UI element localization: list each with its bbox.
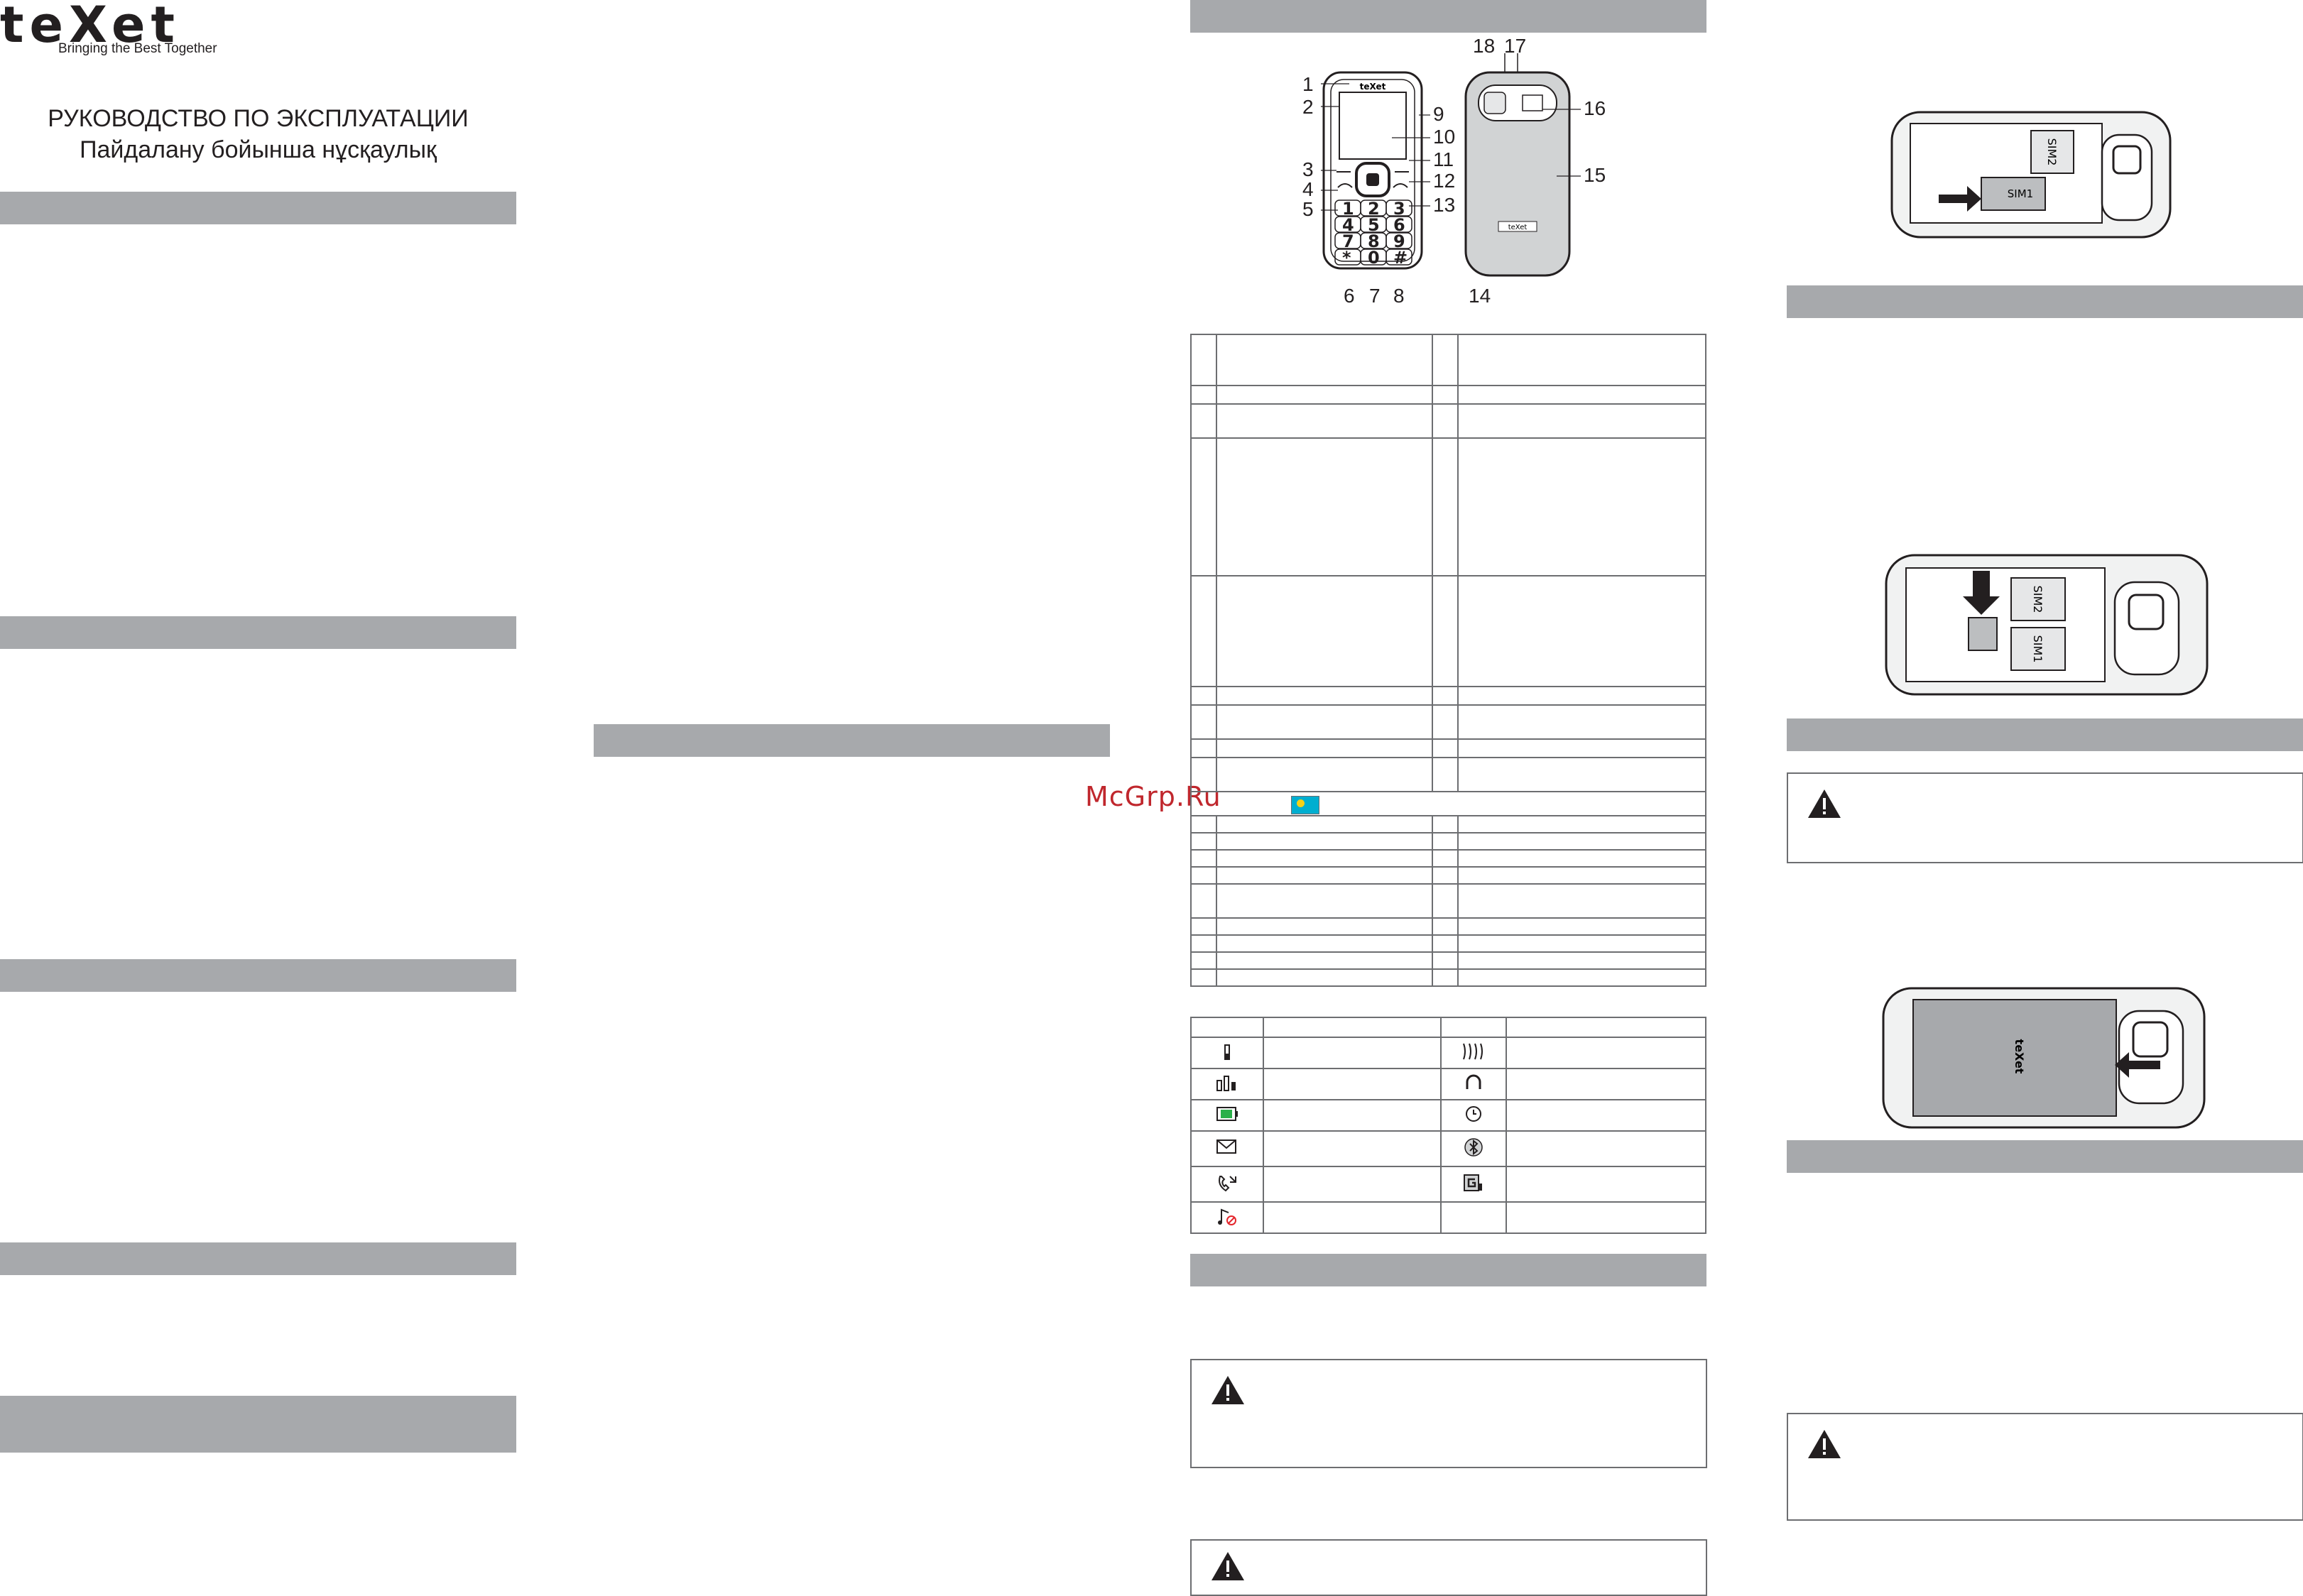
sim1-insertion-illustration: SIM2 SIM1 — [1890, 111, 2172, 239]
screen-logo: teXet — [1360, 82, 1386, 92]
warning-box — [1190, 1539, 1707, 1596]
silent-icon — [1218, 1208, 1236, 1225]
warning-icon — [1808, 1430, 1841, 1458]
callout-label: 16 — [1584, 97, 1606, 119]
svg-text:SIM2: SIM2 — [2045, 138, 2059, 166]
warning-box — [1787, 1413, 2303, 1521]
warning-icon — [1212, 1376, 1244, 1404]
callout-label: 4 — [1302, 178, 1314, 200]
bluetooth-icon — [1464, 1137, 1483, 1157]
missed-call-icon — [1219, 1175, 1236, 1191]
back-logo: teXet — [1508, 224, 1528, 231]
callout-label: 7 — [1369, 285, 1381, 307]
section-bar — [594, 724, 1110, 757]
phone-diagram: teXet 1 2 3 4 5 6 7 8 9 * 0 # teXet — [1302, 35, 1606, 307]
section-bar — [1190, 0, 1706, 33]
section-bar — [1190, 1254, 1706, 1286]
section-bar — [1787, 718, 2303, 751]
callout-label: 5 — [1302, 198, 1314, 220]
callout-label: 6 — [1344, 285, 1355, 307]
section-bar — [0, 1396, 516, 1453]
section-bar — [0, 959, 516, 992]
manual-title-ru: РУКОВОДСТВО ПО ЭКСПЛУАТАЦИИ — [48, 105, 469, 132]
svg-text:teXet: teXet — [2013, 1039, 2026, 1074]
headset-icon — [1466, 1074, 1481, 1089]
warning-box — [1190, 1359, 1707, 1468]
svg-text:SIM1: SIM1 — [2008, 187, 2033, 200]
svg-text:7: 7 — [1342, 231, 1354, 251]
battery-icon — [1216, 1106, 1238, 1121]
svg-text:#: # — [1393, 248, 1408, 268]
svg-text:SIM2: SIM2 — [2031, 586, 2045, 613]
callout-label: 17 — [1504, 35, 1526, 57]
svg-text:5: 5 — [1368, 215, 1380, 235]
svg-text:3: 3 — [1393, 199, 1405, 219]
section-bar — [0, 1242, 516, 1275]
callout-label: 2 — [1302, 96, 1314, 118]
section-bar — [0, 616, 516, 649]
vibrate-icon — [1463, 1043, 1483, 1059]
callout-label: 3 — [1302, 158, 1314, 180]
callout-label: 1 — [1302, 73, 1314, 95]
dual-signal-icon — [1216, 1075, 1236, 1091]
signal-icon — [1224, 1044, 1230, 1060]
warning-icon — [1212, 1552, 1244, 1580]
gprs-icon — [1464, 1174, 1482, 1191]
callout-label: 10 — [1433, 126, 1455, 148]
callout-label: 13 — [1433, 194, 1455, 216]
alarm-icon — [1466, 1105, 1481, 1122]
brand-logo: teXet — [0, 0, 180, 54]
svg-text:9: 9 — [1393, 231, 1405, 251]
section-bar — [1787, 1140, 2303, 1173]
sms-icon — [1216, 1139, 1236, 1154]
svg-text:SIM1: SIM1 — [2031, 635, 2045, 663]
callout-label: 18 — [1473, 35, 1495, 57]
svg-text:4: 4 — [1342, 215, 1354, 235]
battery-insertion-illustration: teXet — [1882, 987, 2206, 1129]
svg-text:2: 2 — [1368, 199, 1380, 219]
svg-text:*: * — [1342, 248, 1351, 268]
warning-icon — [1808, 789, 1841, 818]
callout-label: 14 — [1469, 285, 1491, 307]
callout-label: 8 — [1393, 285, 1405, 307]
specs-table — [1190, 334, 1706, 987]
callout-label: 9 — [1433, 103, 1444, 125]
svg-text:0: 0 — [1368, 248, 1380, 268]
svg-text:1: 1 — [1342, 199, 1354, 219]
callout-label: 11 — [1433, 148, 1454, 170]
warning-box — [1787, 772, 2303, 863]
sim2-insertion-illustration: SIM2 SIM1 — [1885, 554, 2209, 696]
kazakhstan-flag-icon — [1291, 796, 1319, 814]
svg-text:8: 8 — [1368, 231, 1380, 251]
section-bar — [1787, 285, 2303, 318]
section-bar — [0, 192, 516, 224]
svg-text:6: 6 — [1393, 215, 1405, 235]
status-icon-table — [1190, 1017, 1706, 1234]
callout-label: 15 — [1584, 164, 1606, 186]
brand-tagline: Bringing the Best Together — [58, 41, 217, 56]
manual-title-kz: Пайдалану бойынша нұсқаулық — [80, 136, 437, 163]
callout-label: 12 — [1433, 170, 1455, 192]
